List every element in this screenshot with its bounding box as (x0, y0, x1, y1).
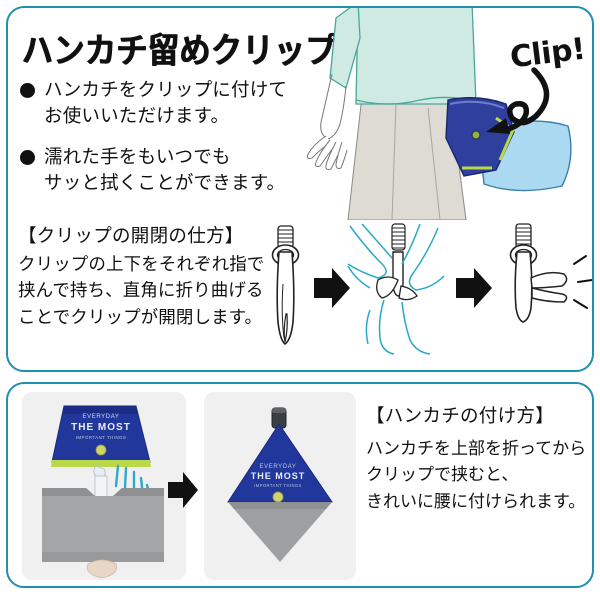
arrow-right-icon (456, 268, 492, 308)
photo-towel-clipped-assembled: EVERYDAY THE MOST IMPORTANT THINGS (204, 392, 356, 580)
sparkle-lines-icon (573, 255, 592, 309)
towel-brand-line2: THE MOST (251, 471, 306, 481)
arrow-right-icon (314, 268, 350, 308)
bullet-dot-icon (20, 83, 35, 98)
clip-closed-diagram (271, 225, 300, 345)
person-wearing-clip-illustration (300, 8, 592, 220)
clip-operation-step-diagrams (252, 222, 592, 356)
photo-towel-and-clip-separate: EVERYDAY THE MOST IMPORTANT THINGS (22, 392, 186, 580)
bullet-text: ハンカチをクリップに付けて お使いいただけます。 (44, 80, 288, 128)
howto-heading: 【クリップの開閉の仕方】 (18, 226, 244, 247)
usage-body-text: ハンカチを上部を折ってから クリップで挟むと、 きれいに腰に付けられます。 (366, 439, 587, 512)
clip-pinched-diagram (347, 223, 445, 355)
page-title: ハンカチ留めクリップ (22, 30, 337, 72)
list-item: ハンカチをクリップに付けて お使いいただけます。 (20, 78, 350, 131)
arrow-right-icon (166, 470, 200, 510)
bullet-dot-icon (20, 149, 35, 165)
usage-heading: 【ハンカチの付け方】 (366, 406, 555, 427)
towel-brand-line3: IMPORTANT THINGS (76, 435, 127, 440)
howto-body-text: クリップの上下をそれぞれ指で 挟んで持ち、直角に折り曲げる ことでクリップが開閉… (18, 255, 265, 328)
clip-opened-diagram (509, 223, 592, 323)
feature-bullet-list: ハンカチをクリップに付けて お使いいただけます。 濡れた手をもいつでも サッと拭… (20, 78, 350, 211)
towel-brand-line1: EVERYDAY (260, 464, 297, 470)
towel-brand-line1: EVERYDAY (83, 414, 120, 420)
towel-brand-line2: THE MOST (71, 422, 131, 433)
towel-brand-line3: IMPORTANT THINGS (254, 483, 302, 488)
bullet-text: 濡れた手をもいつでも サッと拭くことができます。 (44, 146, 286, 194)
list-item: 濡れた手をもいつでも サッと拭くことができます。 (20, 145, 350, 198)
top-panel (6, 6, 594, 372)
